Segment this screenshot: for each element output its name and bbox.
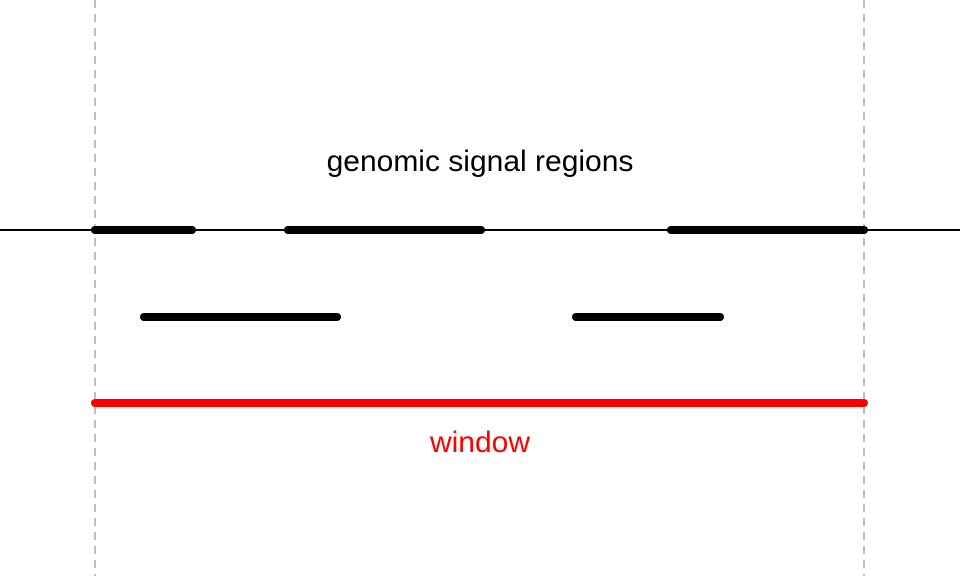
window-label: window	[429, 426, 531, 459]
signal-regions-label: genomic signal regions	[326, 145, 634, 178]
